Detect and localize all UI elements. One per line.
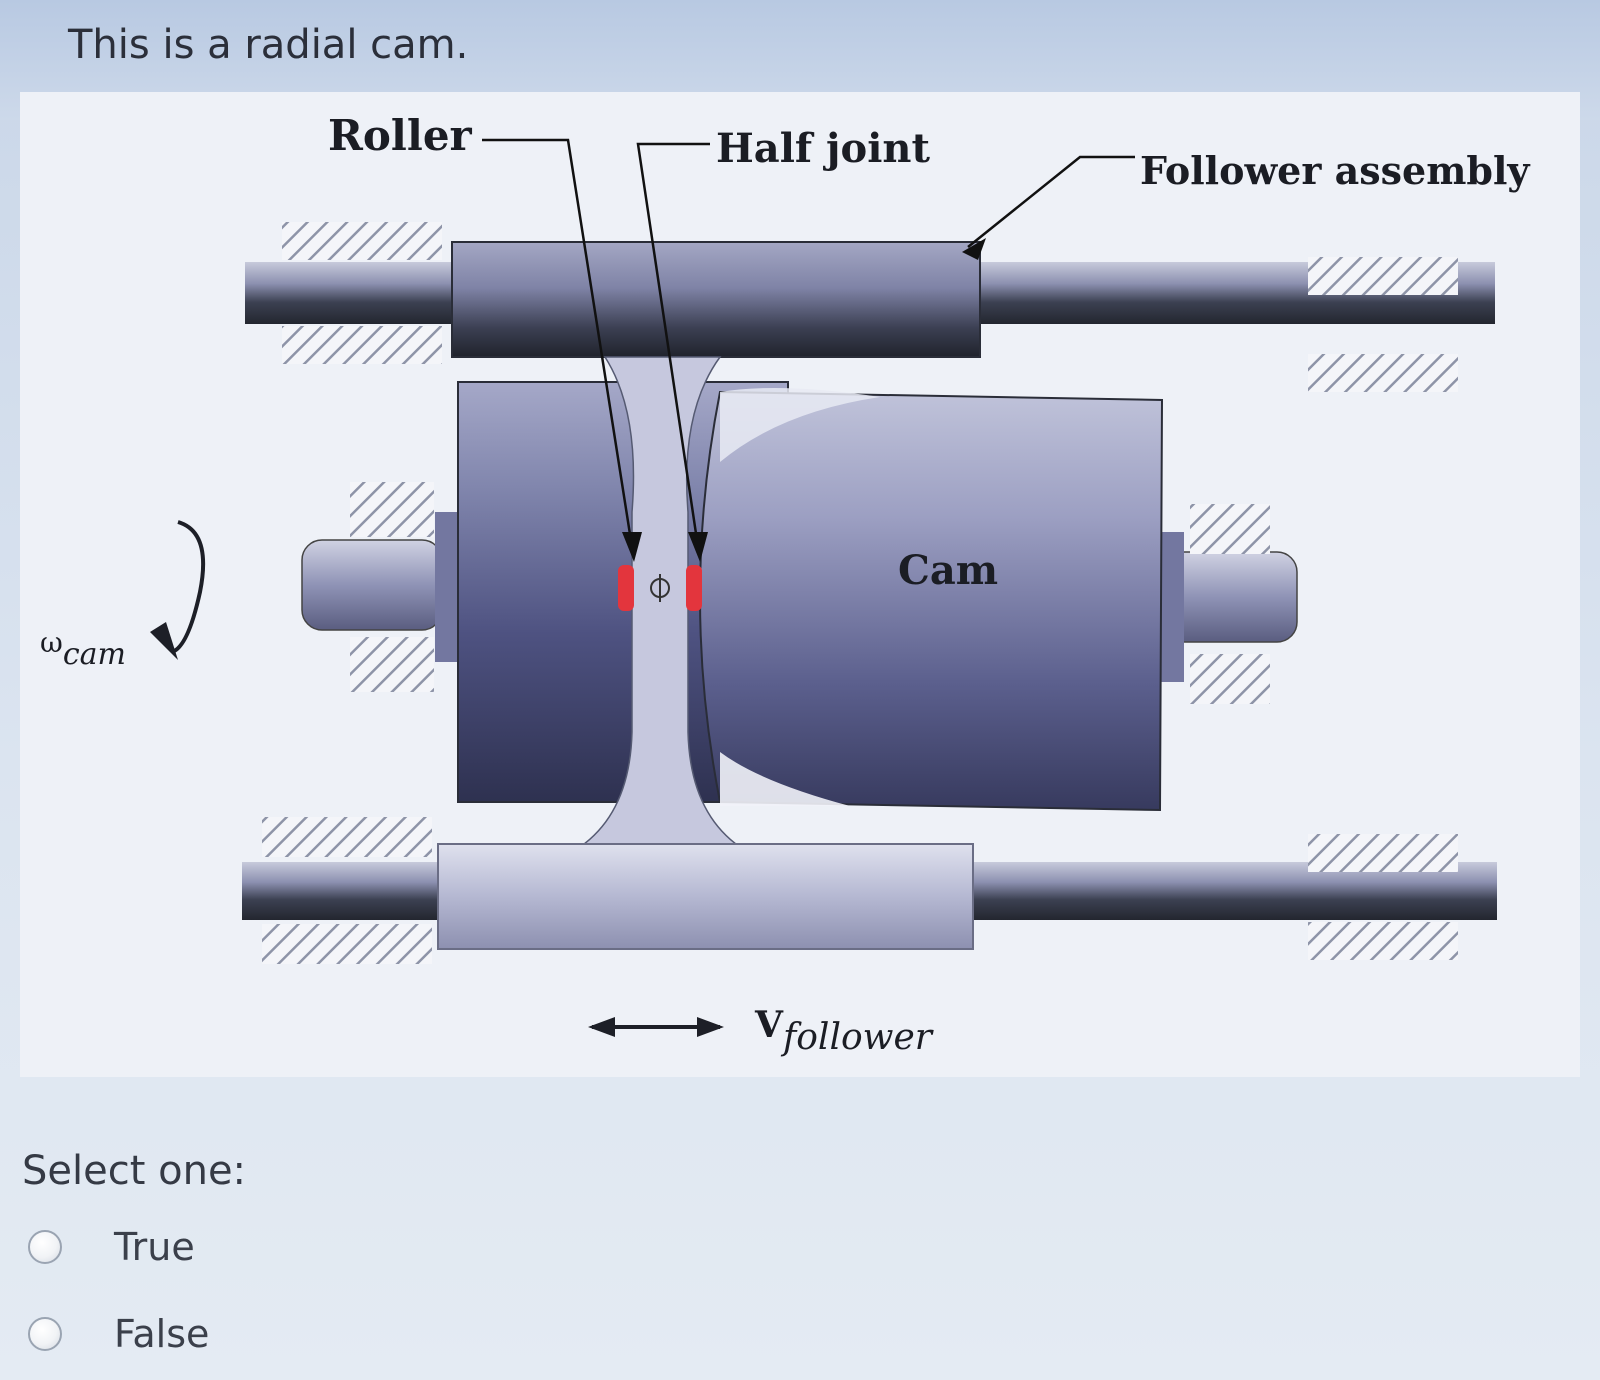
lower-bearing-left-top bbox=[262, 817, 432, 857]
option-false-label[interactable]: False bbox=[114, 1312, 210, 1356]
cam-diagram: Roller Half joint Follower assembly Cam … bbox=[40, 111, 1530, 1058]
half-joint-label: Half joint bbox=[716, 125, 930, 172]
cam-bearing-right-top bbox=[1190, 504, 1270, 554]
follower-assembly-leader bbox=[967, 155, 1135, 248]
cam-bearing-left-top bbox=[350, 482, 434, 537]
roller-contact-left bbox=[618, 565, 634, 611]
cam-collar-right bbox=[1158, 532, 1184, 682]
upper-bearing-right-bottom bbox=[1308, 354, 1458, 392]
lower-sleeve bbox=[437, 843, 974, 950]
cam-axle-left bbox=[301, 539, 443, 631]
cam-groove-top bbox=[720, 388, 880, 462]
lower-bearing-right-bottom bbox=[1308, 922, 1458, 960]
option-false[interactable]: False bbox=[28, 1312, 209, 1356]
cam-figure: Roller Half joint Follower assembly Cam … bbox=[20, 92, 1580, 1077]
select-one-label: Select one: bbox=[22, 1148, 247, 1194]
upper-bearing-left-bottom bbox=[282, 326, 442, 364]
follower-assembly-label: Follower assembly bbox=[1140, 148, 1530, 193]
upper-bearing-left-top bbox=[282, 222, 442, 260]
roller-contact-right bbox=[686, 565, 702, 611]
cam-groove-bottom bbox=[720, 752, 850, 806]
rotation-arrowhead bbox=[150, 622, 178, 660]
half-joint-leader bbox=[636, 142, 710, 548]
lower-bearing-left-bottom bbox=[262, 924, 432, 964]
cam-collar-left bbox=[435, 512, 461, 662]
roller-label: Roller bbox=[328, 111, 473, 160]
cam-body-right bbox=[699, 390, 1164, 812]
follower-sleeve bbox=[451, 241, 981, 358]
lower-bearing-right-top bbox=[1308, 834, 1458, 872]
cam-label: Cam bbox=[898, 547, 998, 594]
omega-cam-label: ωcam bbox=[40, 626, 126, 672]
v-follower-label: Vfollower bbox=[754, 1004, 934, 1058]
cam-bearing-right-bottom bbox=[1190, 654, 1270, 704]
rotation-arrow bbox=[171, 520, 206, 654]
radio-false[interactable] bbox=[28, 1317, 62, 1351]
roller-leader bbox=[482, 138, 634, 548]
cam-bearing-left-bottom bbox=[350, 637, 434, 692]
radio-true[interactable] bbox=[28, 1230, 62, 1264]
option-true-label[interactable]: True bbox=[114, 1225, 195, 1269]
upper-bearing-right-top bbox=[1308, 257, 1458, 295]
question-text: This is a radial cam. bbox=[68, 22, 469, 68]
option-true[interactable]: True bbox=[28, 1225, 195, 1269]
